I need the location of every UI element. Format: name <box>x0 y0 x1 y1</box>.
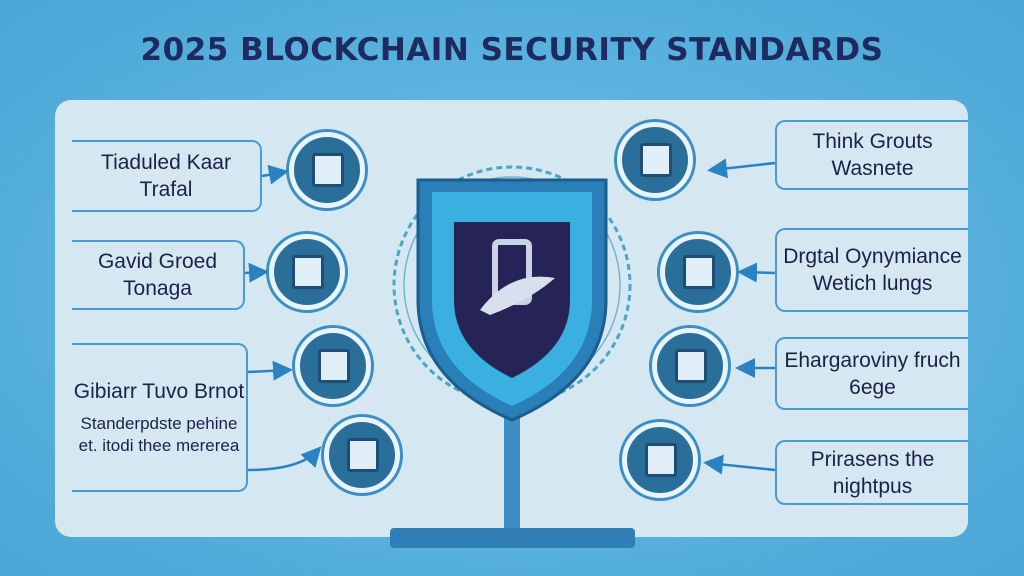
left-item-1-title: Tiaduled Kaar Trafal <box>101 151 231 201</box>
arrow-left-3 <box>247 360 293 381</box>
arrow-left-4 <box>247 446 322 472</box>
arrow-left-2 <box>244 262 269 283</box>
right-item-3-title: Ehargaroviny fruch 6ege <box>784 348 961 399</box>
stand-base <box>390 528 635 548</box>
document-stack-icon <box>289 132 365 208</box>
right-item-2: Drgtal Oynymiance Wetich lungs <box>775 228 968 312</box>
page-title: 2025 BLOCKCHAIN SECURITY STANDARDS <box>140 32 884 68</box>
right-item-2-title: Drgtal Oynymiance Wetich lungs <box>783 245 962 295</box>
right-item-3: Ehargaroviny fruch 6ege <box>775 337 968 410</box>
tablet-network-icon <box>295 328 371 404</box>
hand-device-icon <box>324 417 400 493</box>
right-item-4-title: Prirasens the nightpus <box>810 447 935 498</box>
server-grid-icon <box>652 328 728 404</box>
monitor-alert-icon <box>617 122 693 198</box>
right-item-4: Prirasens the nightpus <box>775 440 968 505</box>
arrow-left-1 <box>261 164 289 185</box>
right-item-1-title: Think Grouts Wasnete <box>812 130 933 180</box>
left-item-3-title: Gibiarr Tuvo Brnot <box>73 380 245 403</box>
envelope-shield-icon <box>622 422 698 498</box>
shield-emblem <box>390 165 635 548</box>
stand-stem <box>504 410 520 530</box>
left-item-1: Tiaduled Kaar Trafal <box>72 140 262 212</box>
screen-lock-icon <box>660 234 736 310</box>
computer-terminal-icon <box>269 234 345 310</box>
key-icon <box>480 276 555 315</box>
left-item-2-title: Gavid Groed Tonaga <box>97 250 218 300</box>
right-item-1: Think Grouts Wasnete <box>775 120 968 190</box>
left-item-3-subtitle: Standerpdste pehine et. itodi thee merer… <box>78 414 240 455</box>
arrow-right-2 <box>737 262 776 283</box>
arrow-right-1 <box>707 158 776 179</box>
arrow-right-4 <box>703 454 776 475</box>
left-item-2: Gavid Groed Tonaga <box>72 240 245 310</box>
